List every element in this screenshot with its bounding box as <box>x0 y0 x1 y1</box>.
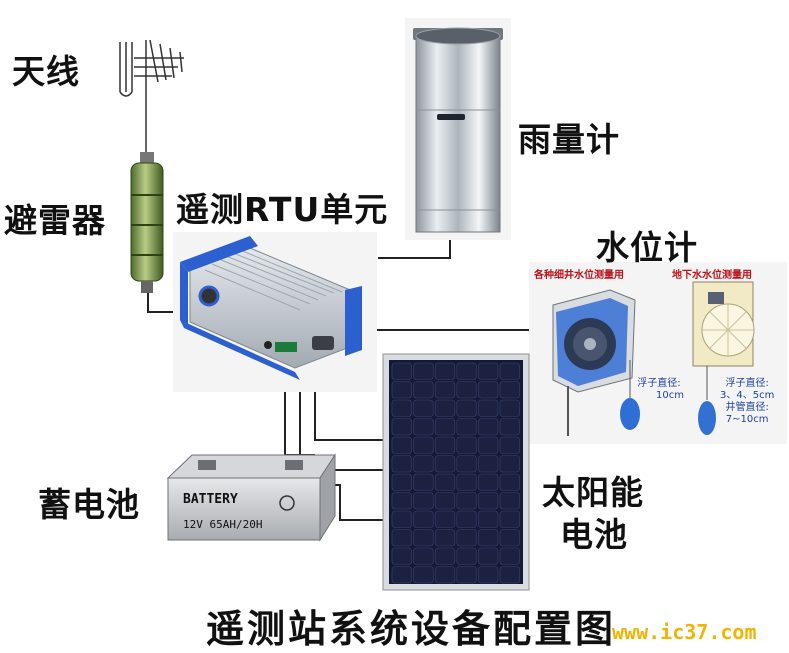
solar-cell <box>434 492 456 510</box>
solar-cell <box>456 381 477 399</box>
solar-cell <box>499 529 520 547</box>
solar-cell <box>413 510 434 528</box>
solar-cell <box>434 566 456 584</box>
solar-cell <box>456 399 477 417</box>
solar-cell <box>478 381 499 399</box>
solar-cell <box>413 547 434 565</box>
diagram-title: 遥测站系统设备配置图 <box>206 607 617 651</box>
solar-panel-label-line1: 太阳能 <box>542 473 644 512</box>
solar-cell <box>478 418 499 436</box>
solar-cell <box>478 399 499 417</box>
solar-cell <box>456 510 477 528</box>
solar-cell <box>391 455 412 473</box>
rain-gauge-icon <box>405 18 511 240</box>
solar-cell <box>391 529 412 547</box>
solar-cell <box>413 418 434 436</box>
solar-cell-grid <box>391 362 520 584</box>
solar-cell <box>391 547 412 565</box>
battery-icon <box>166 453 336 542</box>
watermark: www.ic37.com <box>612 620 757 644</box>
solar-cell <box>434 455 456 473</box>
solar-cell <box>456 455 477 473</box>
battery-label: 蓄电池 <box>38 485 140 524</box>
solar-cell <box>499 381 520 399</box>
solar-cell <box>434 436 456 454</box>
water-level-gauge-icon <box>529 262 787 444</box>
well-water-gauge-device <box>552 289 640 436</box>
solar-cell <box>413 455 434 473</box>
solar-cell <box>413 362 434 380</box>
solar-cell <box>413 399 434 417</box>
solar-cell <box>434 529 456 547</box>
solar-cell <box>499 566 520 584</box>
well-water-level-caption: 各种细井水位测量用 <box>534 270 624 281</box>
solar-cell <box>391 510 412 528</box>
solar-cell <box>456 547 477 565</box>
water-level-gauge-label: 水位计 <box>596 228 698 267</box>
solar-cell <box>391 492 412 510</box>
float-diameter-label-1: 浮子直径: 10cm <box>637 378 684 401</box>
solar-cell <box>413 492 434 510</box>
float-diameter-label-2: 浮子直径: 3、4、5cm 井管直径: 7~10cm <box>720 378 775 425</box>
antenna-label: 天线 <box>12 52 80 91</box>
solar-cell <box>478 510 499 528</box>
solar-cell <box>413 529 434 547</box>
solar-cell <box>499 547 520 565</box>
solar-cell <box>391 436 412 454</box>
rtu-unit-label: 遥测RTU单元 <box>176 190 389 229</box>
solar-cell <box>456 473 477 491</box>
solar-cell <box>499 399 520 417</box>
solar-cell <box>499 492 520 510</box>
solar-cell <box>413 566 434 584</box>
solar-cell <box>413 473 434 491</box>
solar-cell <box>434 418 456 436</box>
solar-cell <box>456 492 477 510</box>
solar-cell <box>478 362 499 380</box>
battery-spec-text: 12V 65AH/20H <box>183 518 263 531</box>
solar-cell <box>478 492 499 510</box>
solar-cell <box>456 529 477 547</box>
solar-cell <box>391 566 412 584</box>
ground-water-level-caption: 地下水水位测量用 <box>672 270 752 281</box>
solar-cell <box>391 473 412 491</box>
solar-cell <box>478 436 499 454</box>
solar-cell <box>391 362 412 380</box>
solar-cell <box>434 547 456 565</box>
solar-cell <box>499 436 520 454</box>
solar-cell <box>413 381 434 399</box>
battery-brand-text: BATTERY <box>183 492 238 507</box>
rtu-unit-icon <box>173 232 377 392</box>
solar-cell <box>456 418 477 436</box>
solar-panel-label-line2: 电池 <box>560 515 628 554</box>
solar-cell <box>499 418 520 436</box>
lightning-arrester-label: 避雷器 <box>4 201 106 240</box>
solar-cell <box>456 436 477 454</box>
rain-gauge-label: 雨量计 <box>518 120 620 159</box>
solar-cell <box>456 566 477 584</box>
solar-cell <box>499 510 520 528</box>
solar-cell <box>434 473 456 491</box>
solar-cell <box>391 399 412 417</box>
solar-cell <box>456 362 477 380</box>
solar-cell <box>499 473 520 491</box>
solar-cell <box>478 566 499 584</box>
solar-cell <box>413 436 434 454</box>
solar-cell <box>391 381 412 399</box>
solar-cell <box>434 362 456 380</box>
solar-cell <box>434 399 456 417</box>
solar-cell <box>478 529 499 547</box>
solar-cell <box>391 418 412 436</box>
solar-cell <box>478 473 499 491</box>
solar-cell <box>434 510 456 528</box>
solar-cell <box>434 381 456 399</box>
ground-water-gauge-device <box>692 281 755 435</box>
solar-cell <box>478 455 499 473</box>
solar-cell <box>499 455 520 473</box>
solar-cell <box>499 362 520 380</box>
solar-cell <box>478 547 499 565</box>
lightning-arrester-icon <box>130 152 164 293</box>
antenna-icon <box>119 39 184 165</box>
